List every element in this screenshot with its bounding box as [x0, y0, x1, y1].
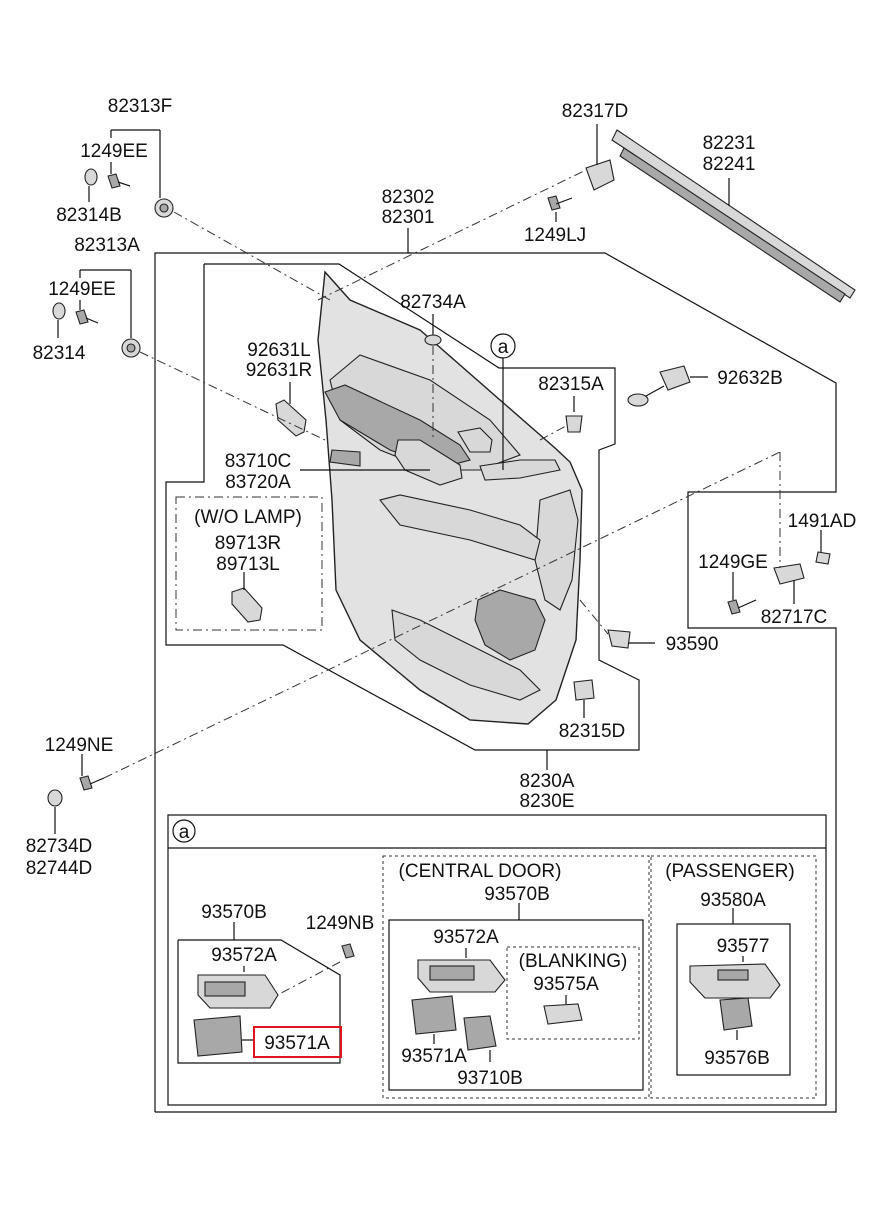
switch-93571a-center — [411, 995, 457, 1035]
label-82717c[interactable]: 82717C — [761, 607, 828, 628]
detail-tag: a — [179, 822, 190, 843]
label-82231[interactable]: 82231 — [703, 133, 756, 154]
label-93571a-center[interactable]: 93571A — [401, 1046, 467, 1067]
bracket-82317d — [585, 159, 615, 191]
label-82315a[interactable]: 82315A — [538, 374, 604, 395]
label-1249ne[interactable]: 1249NE — [45, 735, 114, 756]
weatherstrip — [611, 129, 856, 303]
label-1249ee-b[interactable]: 1249EE — [48, 279, 116, 300]
callout-a-text: a — [498, 337, 509, 358]
screw-1249ne — [79, 775, 93, 791]
screw-1249lj — [547, 195, 561, 211]
label-93571a-left[interactable]: 93571A — [264, 1033, 330, 1054]
label-8230a[interactable]: 8230A — [520, 771, 575, 792]
bracket-82717c — [773, 563, 805, 585]
leader-lines — [54, 124, 822, 834]
label-93572a-left[interactable]: 93572A — [211, 945, 277, 966]
blanking-cap-93575a — [543, 1003, 583, 1025]
label-92631l[interactable]: 92631L — [247, 340, 310, 361]
label-1249nb[interactable]: 1249NB — [306, 913, 375, 934]
screw-1249ee-a — [107, 173, 121, 189]
label-92632b[interactable]: 92632B — [717, 368, 783, 389]
label-82314b[interactable]: 82314B — [56, 205, 122, 226]
plug-82734a — [424, 334, 442, 346]
label-82315d[interactable]: 82315D — [559, 721, 626, 742]
bolt-1249ge — [727, 599, 741, 615]
label-93576b[interactable]: 93576B — [704, 1048, 770, 1069]
switch-93710b — [463, 1015, 497, 1051]
passenger-group — [650, 855, 817, 1099]
label-93577[interactable]: 93577 — [717, 936, 770, 957]
bezel-93577 — [689, 963, 781, 999]
screw-1249ee-b — [75, 309, 89, 325]
label-82317d[interactable]: 82317D — [562, 101, 629, 122]
label-82313f[interactable]: 82313F — [108, 96, 172, 117]
washer-82314b — [84, 168, 98, 186]
label-wo-lamp: (W/O LAMP) — [194, 507, 302, 528]
lamp-cover-89713 — [231, 587, 263, 623]
label-83720a[interactable]: 83720A — [225, 472, 291, 493]
label-82241[interactable]: 82241 — [703, 154, 756, 175]
nut-1491ad — [815, 551, 831, 565]
socket-92632b — [659, 365, 691, 391]
label-93580a[interactable]: 93580A — [700, 890, 766, 911]
label-1249lj[interactable]: 1249LJ — [524, 225, 586, 246]
lamp-92631 — [275, 399, 307, 437]
blanking-group — [506, 946, 640, 1040]
label-82734d[interactable]: 82734D — [26, 836, 93, 857]
label-8230e[interactable]: 8230E — [520, 791, 575, 812]
label-93570b-center[interactable]: 93570B — [484, 884, 550, 905]
washer-82314 — [52, 302, 66, 320]
label-93572a-center[interactable]: 93572A — [433, 927, 499, 948]
label-82314[interactable]: 82314 — [33, 343, 86, 364]
label-central-door: (CENTRAL DOOR) — [399, 861, 562, 882]
label-93710b[interactable]: 93710B — [457, 1068, 523, 1089]
label-82313a[interactable]: 82313A — [74, 235, 140, 256]
label-82301[interactable]: 82301 — [382, 207, 435, 228]
label-89713r[interactable]: 89713R — [215, 533, 282, 554]
label-1491ad[interactable]: 1491AD — [788, 511, 857, 532]
door-trim-panel — [317, 270, 583, 725]
plug-82734d — [47, 789, 63, 807]
detail-box-a: a (CENTRAL DOOR) (PASSENGER) 93570B 1249… — [167, 814, 827, 1106]
label-82744d[interactable]: 82744D — [26, 858, 93, 879]
label-93570b-left[interactable]: 93570B — [201, 902, 267, 923]
label-passenger: (PASSENGER) — [665, 861, 795, 882]
small-parts — [47, 159, 831, 807]
switch-93571a-left — [193, 1015, 243, 1057]
clip-82315d — [573, 679, 595, 701]
highlight-93571a — [253, 1026, 342, 1058]
pad-83710c — [329, 449, 361, 467]
screw-1249nb — [341, 943, 355, 959]
label-82734a[interactable]: 82734A — [400, 292, 466, 313]
clip-93590 — [607, 629, 631, 649]
central-door-group — [382, 855, 650, 1099]
label-92631r[interactable]: 92631R — [246, 360, 313, 381]
part-labels: 82313F 1249EE 82314B 82313A 1249EE 82314… — [26, 96, 857, 879]
clip-82315a — [565, 415, 583, 433]
label-1249ge[interactable]: 1249GE — [698, 552, 768, 573]
label-blanking: (BLANKING) — [519, 951, 628, 972]
label-1249ee-a[interactable]: 1249EE — [80, 141, 148, 162]
label-82302[interactable]: 82302 — [382, 187, 435, 208]
label-93590[interactable]: 93590 — [666, 634, 719, 655]
wo-lamp-box — [175, 496, 323, 631]
label-93575a[interactable]: 93575A — [533, 974, 599, 995]
main-frame — [154, 252, 837, 1113]
callout-a: a — [490, 333, 516, 359]
label-89713l[interactable]: 89713L — [216, 554, 279, 575]
switch-93576b — [719, 997, 753, 1031]
label-83710c[interactable]: 83710C — [225, 451, 292, 472]
